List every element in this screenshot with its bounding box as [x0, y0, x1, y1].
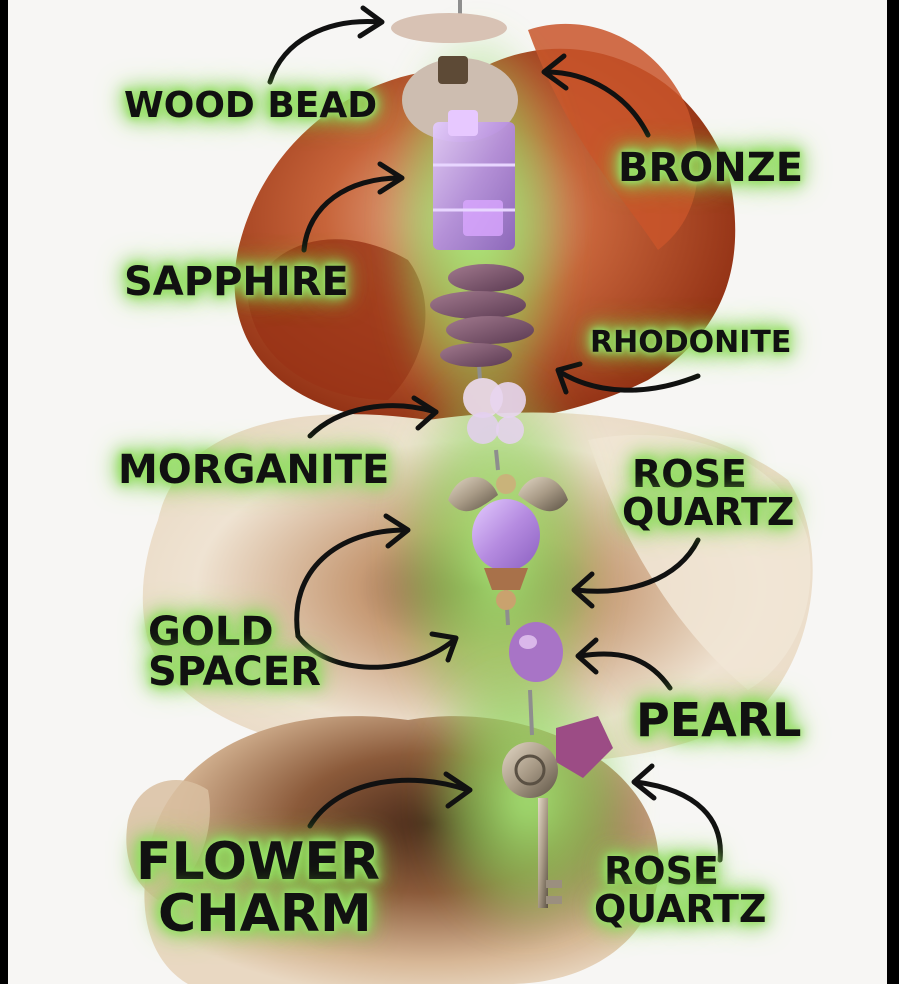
rose-quartz-bead-upper — [472, 499, 540, 571]
label-rose-quartz-upper: ROSE QUARTZ — [622, 455, 794, 531]
photo-canvas: WOOD BEAD BRONZE SAPPHIRE RHODONITE MORG… — [8, 0, 887, 984]
label-rose-quartz-upper-line1: ROSE — [632, 452, 747, 496]
gold-spacer — [484, 568, 528, 590]
arrow-rhodonite — [557, 369, 701, 393]
pearl-bead — [509, 622, 563, 682]
angel-wings-charm — [448, 474, 568, 512]
label-sapphire: SAPPHIRE — [124, 259, 349, 305]
arrow-rose-quartz-upper — [573, 537, 701, 594]
label-morganite: MORGANITE — [118, 447, 390, 493]
wood-bead — [402, 58, 518, 142]
label-pearl: PEARL — [636, 693, 802, 747]
arrow-rose-quartz-lower — [633, 779, 723, 863]
label-rose-quartz-lower-line2: QUARTZ — [594, 887, 767, 931]
arrow-sapphire — [301, 175, 403, 253]
arrow-bronze — [543, 69, 651, 138]
label-flower-charm: FLOWER CHARM — [136, 836, 380, 940]
label-flower-charm-line2: CHARM — [158, 884, 372, 944]
label-gold-spacer-line1: GOLD — [148, 609, 274, 655]
arrow-pearl — [577, 651, 673, 691]
label-wood-bead: WOOD BEAD — [124, 85, 378, 126]
flower-key-charm — [502, 742, 562, 908]
label-rhodonite: RHODONITE — [590, 325, 792, 360]
sapphire-bead — [433, 110, 515, 250]
arrow-gold-spacer-up — [294, 527, 409, 639]
jewelry-photo — [126, 0, 813, 984]
pearl-highlight — [519, 635, 537, 649]
annotation-arrows — [267, 5, 723, 863]
rose-quartz-bead-lower — [556, 716, 613, 778]
morganite-beads — [463, 378, 526, 444]
arrow-wood-bead — [267, 19, 383, 85]
label-gold-spacer-line2: SPACER — [148, 649, 321, 695]
arrow-gold-spacer-down — [295, 633, 457, 670]
arrow-flower-charm — [307, 777, 471, 829]
rhodonite-chips — [430, 264, 534, 367]
label-rose-quartz-upper-line2: QUARTZ — [622, 490, 795, 534]
label-rose-quartz-lower-line1: ROSE — [604, 849, 719, 893]
bronze-bead — [438, 56, 468, 84]
arrow-morganite — [307, 403, 439, 439]
gold-spacer-cap — [496, 590, 516, 610]
label-gold-spacer: GOLD SPACER — [148, 612, 321, 692]
wood-bead-disc — [391, 13, 507, 43]
label-flower-charm-line1: FLOWER — [136, 832, 380, 892]
label-rose-quartz-lower: ROSE QUARTZ — [594, 852, 766, 928]
label-bronze: BRONZE — [618, 145, 804, 191]
